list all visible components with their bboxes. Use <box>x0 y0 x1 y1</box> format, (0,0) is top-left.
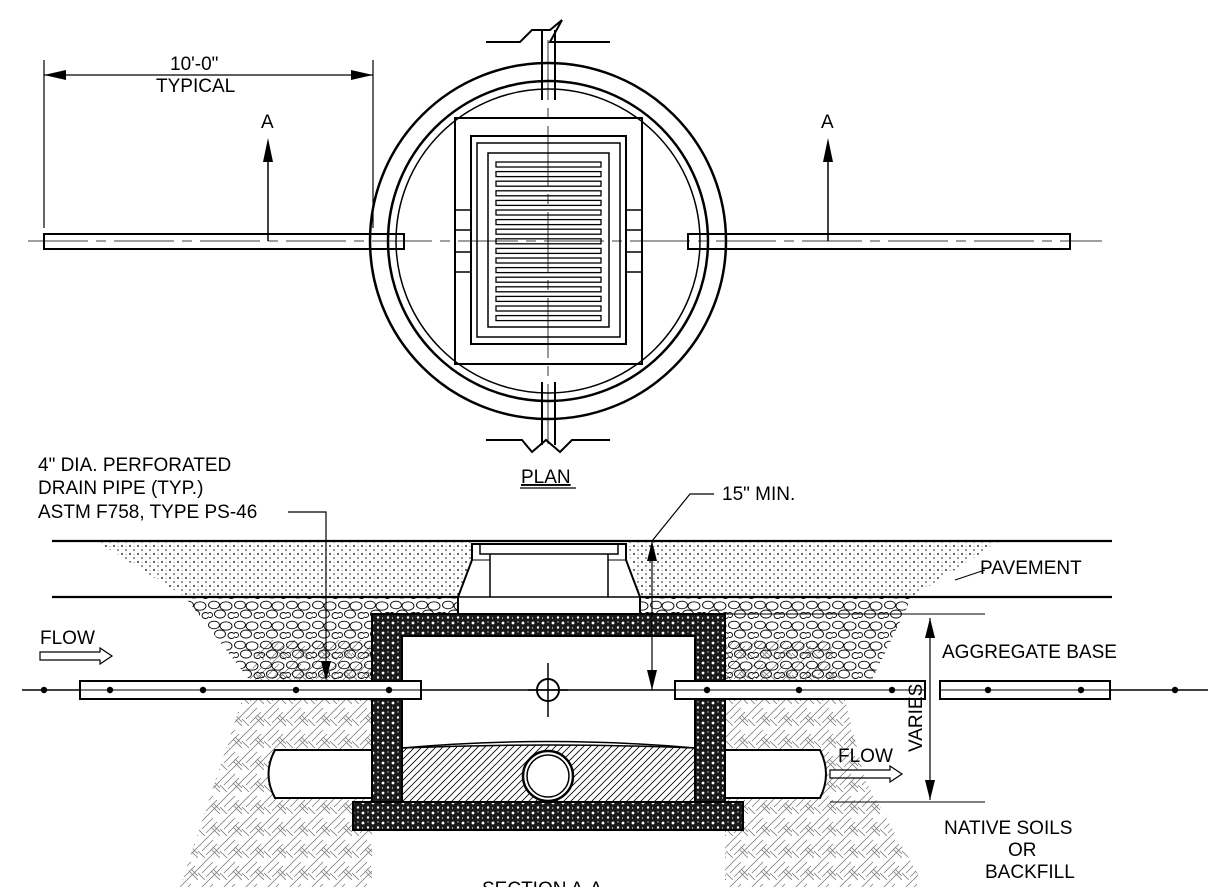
svg-text:NATIVE SOILS: NATIVE SOILS <box>944 818 1072 839</box>
grate-bar <box>495 266 602 274</box>
center-symbol <box>528 663 568 717</box>
svg-text:A: A <box>821 112 834 133</box>
svg-text:BACKFILL: BACKFILL <box>985 862 1075 883</box>
grate-bar <box>495 238 602 245</box>
perforation-dot <box>703 686 711 694</box>
grate-bar <box>495 161 602 168</box>
svg-text:OR: OR <box>1008 840 1037 861</box>
grate-bar <box>495 228 602 235</box>
grate-bar <box>495 190 602 197</box>
svg-text:FLOW: FLOW <box>838 746 893 767</box>
grate-bar <box>495 314 602 322</box>
section-marker-left: A <box>261 112 274 241</box>
outlet-pipe <box>267 749 827 803</box>
perforation-dot <box>1171 686 1179 694</box>
perforation-dots <box>40 686 1179 694</box>
plan-title: PLAN <box>521 467 571 488</box>
flow-left: FLOW <box>39 628 114 666</box>
plan-drain-pipe-left <box>43 233 405 250</box>
aggregate-base-left <box>185 597 458 700</box>
section-marker-right: A <box>821 112 834 241</box>
concrete-catch-basin <box>352 613 744 831</box>
plan-grate-bars <box>495 161 602 322</box>
grate-bar <box>495 199 602 207</box>
section-grate-frame <box>457 543 641 615</box>
pipe-note: 4" DIA. PERFORATED DRAIN PIPE (TYP.) AST… <box>38 455 331 681</box>
section-drain-pipe <box>22 680 1208 700</box>
svg-text:DRAIN PIPE (TYP.): DRAIN PIPE (TYP.) <box>38 478 203 499</box>
svg-text:ASTM F758, TYPE PS-46: ASTM F758, TYPE PS-46 <box>38 502 257 523</box>
grate-bar <box>495 247 602 255</box>
grate-bar <box>495 305 602 312</box>
section-view: 15" MIN. 4" DIA. PERFORATED DRAIN PIPE (… <box>22 455 1208 887</box>
grate-bar <box>495 295 602 303</box>
perforation-dot <box>106 686 114 694</box>
plan-manhole-outer-ring <box>368 61 728 421</box>
perforation-dot <box>199 686 207 694</box>
grate-bar <box>495 286 602 293</box>
flow-right: FLOW <box>829 746 904 784</box>
perforation-dot <box>888 686 896 694</box>
grate-bar <box>495 180 602 187</box>
aggregate-base-label: AGGREGATE BASE <box>942 642 1117 663</box>
svg-text:FLOW: FLOW <box>40 628 95 649</box>
perforation-dot <box>40 686 48 694</box>
plan-view: 10'-0" TYPICAL A A PLAN <box>28 19 1102 489</box>
grate-bar <box>495 209 602 216</box>
plan-manhole-inner-ring <box>386 79 710 403</box>
varies-dimension: VARIES <box>830 613 985 803</box>
grate-bar <box>495 218 602 226</box>
pavement-label: PAVEMENT <box>980 558 1082 579</box>
perforation-dot <box>385 686 393 694</box>
plan-manhole-liner <box>395 88 701 394</box>
perforation-dot <box>1077 686 1085 694</box>
aggregate-base-right <box>640 597 912 700</box>
svg-text:A: A <box>261 112 274 133</box>
grate-bar <box>495 257 602 264</box>
pavement-left <box>96 541 472 597</box>
grate-bar <box>495 276 602 283</box>
pavement-right <box>626 541 1000 597</box>
dimension-value: 10'-0" <box>170 54 218 75</box>
plan-dimension: 10'-0" TYPICAL <box>43 54 374 228</box>
svg-text:4" DIA. PERFORATED: 4" DIA. PERFORATED <box>38 455 231 476</box>
svg-text:VARIES: VARIES <box>906 684 927 752</box>
min-cover-dimension: 15" MIN. <box>647 484 795 690</box>
plan-grate-frame <box>454 117 643 365</box>
grate-bar <box>495 170 602 178</box>
svg-text:15" MIN.: 15" MIN. <box>722 484 795 505</box>
section-title: SECTION A-A <box>482 879 603 887</box>
perforation-dot <box>984 686 992 694</box>
dimension-note: TYPICAL <box>156 76 235 97</box>
plan-drain-pipe-right <box>687 233 1071 250</box>
perforation-dot <box>795 686 803 694</box>
perforation-dot <box>292 686 300 694</box>
